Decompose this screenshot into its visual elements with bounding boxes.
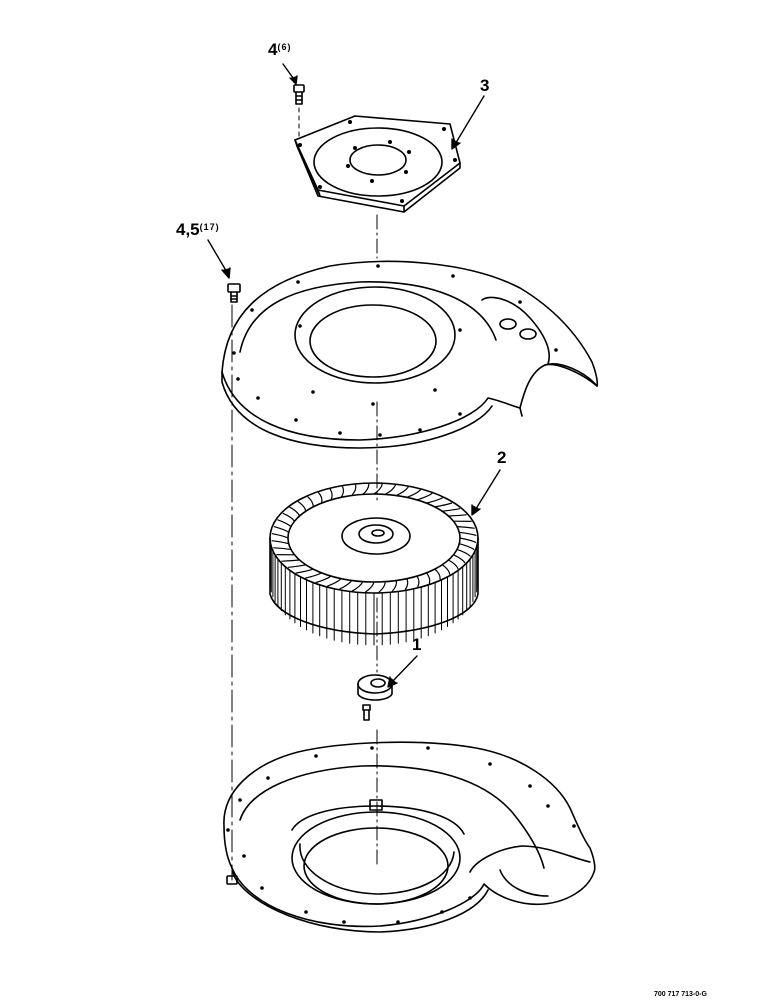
callout-number: 4,5 bbox=[176, 220, 200, 239]
blower-wheel bbox=[269, 482, 479, 646]
plate-bolt bbox=[293, 84, 305, 141]
callout-number: 4 bbox=[268, 40, 278, 59]
leader-arrows bbox=[207, 63, 501, 688]
callout-quantity: (6) bbox=[277, 42, 292, 52]
callout-item-1: 1 bbox=[412, 635, 421, 655]
callout-number: 2 bbox=[497, 448, 507, 467]
callout-number: 1 bbox=[412, 635, 422, 654]
blade-lines bbox=[269, 537, 479, 646]
upper-housing bbox=[221, 260, 599, 449]
blade-ticks bbox=[271, 483, 477, 593]
callout-item-4-5: 4,5(17) bbox=[176, 220, 220, 240]
housing-bolt-upper bbox=[227, 283, 241, 303]
housing-nut-lower bbox=[226, 875, 238, 885]
callout-item-4: 4(6) bbox=[268, 40, 291, 60]
callout-quantity: (17) bbox=[199, 222, 220, 232]
callout-item-2: 2 bbox=[497, 448, 506, 468]
lower-housing bbox=[223, 741, 596, 933]
wheel-hub bbox=[357, 674, 393, 721]
drawing-code: 700 717 713-0-G bbox=[654, 991, 707, 998]
callout-item-3: 3 bbox=[480, 76, 489, 96]
mounting-plate bbox=[294, 115, 461, 213]
callout-number: 3 bbox=[480, 76, 490, 95]
